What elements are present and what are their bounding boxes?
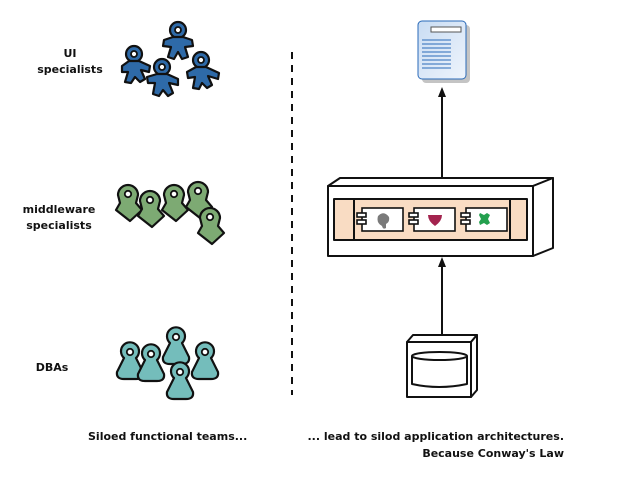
- right-caption-line2: Because Conway's Law: [422, 447, 564, 460]
- person-icon: [114, 183, 144, 223]
- component-green: [460, 207, 508, 232]
- heart-icon: [428, 215, 442, 226]
- database-server: [406, 334, 478, 398]
- cross-icon: [479, 213, 490, 225]
- database-icon: [411, 351, 468, 388]
- dbas-label: DBAs: [22, 360, 82, 376]
- label-line: UI: [63, 47, 77, 60]
- middleware-specialists-label: middleware specialists: [14, 202, 104, 234]
- person-icon: [196, 206, 226, 246]
- label-line: DBAs: [35, 361, 69, 374]
- component-red: [408, 207, 456, 232]
- person-icon: [161, 326, 191, 366]
- arrow-up-icon: [438, 87, 446, 181]
- person-icon: [120, 44, 152, 85]
- ui-specialists-label: UI specialists: [30, 46, 110, 78]
- person-icon: [165, 361, 195, 401]
- blob-icon: [377, 213, 390, 229]
- right-caption-line1: ... lead to silod application architectu…: [307, 430, 564, 443]
- person-icon: [136, 343, 166, 383]
- person-icon: [136, 189, 166, 229]
- dbas-group: [115, 326, 220, 401]
- label-line: specialists: [37, 63, 103, 76]
- person-icon: [161, 20, 195, 61]
- person-icon: [160, 183, 190, 223]
- label-line: specialists: [26, 219, 92, 232]
- middleware-specialists-group: [114, 180, 226, 246]
- person-icon: [185, 50, 221, 91]
- label-line: middleware: [22, 203, 96, 216]
- person-icon: [190, 341, 220, 381]
- left-caption: Siloed functional teams...: [88, 430, 248, 443]
- component-gray: [356, 207, 404, 232]
- ui-specialists-group: [120, 20, 221, 98]
- document-icon: [417, 20, 470, 83]
- arrow-up-icon: [438, 257, 446, 335]
- person-icon: [145, 57, 180, 98]
